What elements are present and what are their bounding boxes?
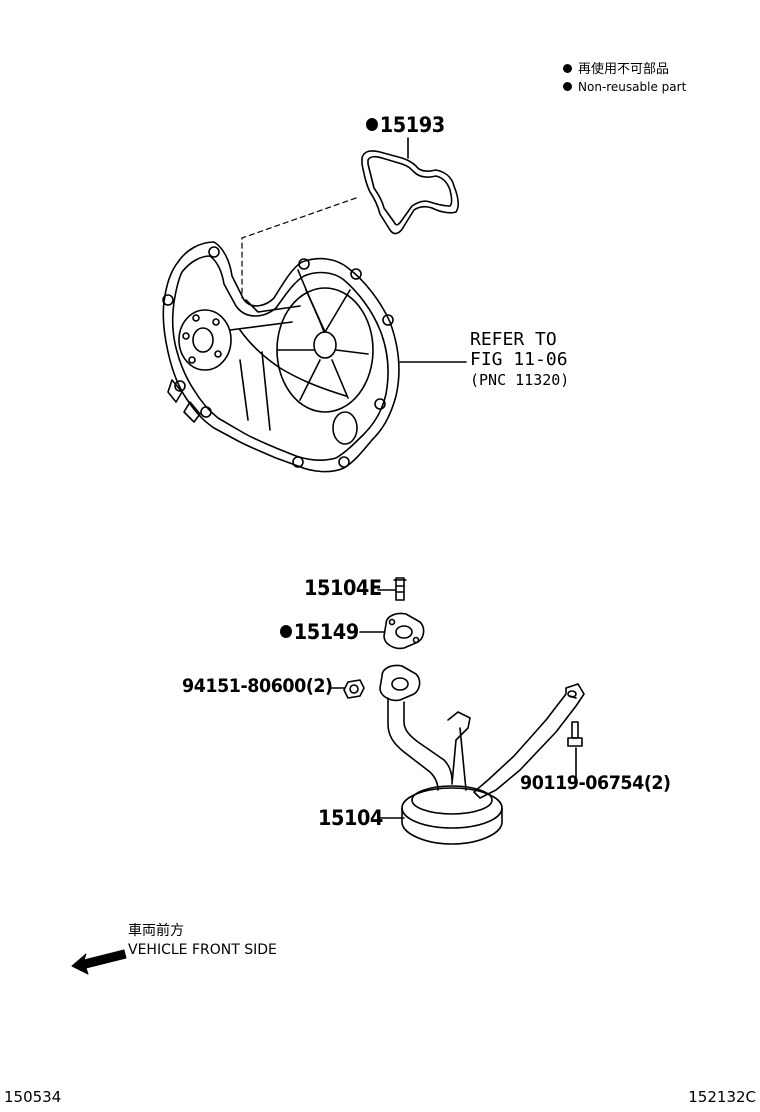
part-number: 15104 — [318, 806, 383, 830]
vehicle-front-note: 車両前方 VEHICLE FRONT SIDE — [128, 922, 277, 960]
refer-line-1: REFER TO — [470, 329, 557, 350]
front-direction-arrow — [71, 949, 127, 975]
direction-jp: 車両前方 — [128, 923, 184, 939]
part-number: 90119-06754(2) — [520, 772, 671, 794]
part-number: 94151-80600(2) — [182, 675, 333, 697]
part-label-15149: 15149 — [280, 620, 359, 644]
gasket-15149-drawing — [359, 612, 425, 650]
footer-left-code: 150534 — [4, 1088, 62, 1106]
non-reusable-dot-icon — [563, 64, 572, 73]
nut-94151-drawing — [329, 679, 365, 699]
bolt-15104e-drawing — [377, 577, 407, 601]
legend-en-label: Non-reusable part — [578, 80, 687, 94]
refer-note: REFER TO FIG 11-06 (PNC 11320) — [470, 330, 569, 390]
part-label-90119: 90119-06754(2) — [520, 772, 671, 794]
gasket-15193-drawing — [361, 137, 459, 235]
part-label-15104e: 15104E — [304, 576, 382, 600]
legend-non-reusable-en: Non-reusable part — [563, 79, 686, 96]
footer-right-code: 152132C — [688, 1088, 756, 1106]
refer-line-2: FIG 11-06 — [470, 349, 568, 370]
transmission-case-drawing — [162, 241, 400, 473]
part-label-15104: 15104 — [318, 806, 383, 830]
refer-line-3: (PNC 11320) — [470, 371, 570, 389]
oil-strainer-15104-drawing — [377, 664, 585, 845]
part-number: 15149 — [293, 620, 359, 644]
legend-non-reusable-jp: 再使用不可部品 — [563, 61, 669, 78]
part-label-94151: 94151-80600(2) — [182, 675, 333, 697]
non-reusable-dot-icon — [366, 118, 378, 131]
non-reusable-dot-icon — [280, 625, 292, 638]
part-number: 15104E — [304, 576, 382, 600]
direction-en: VEHICLE FRONT SIDE — [128, 942, 277, 958]
part-number: 15193 — [379, 113, 445, 137]
legend-jp-label: 再使用不可部品 — [578, 62, 670, 77]
part-label-15193: 15193 — [366, 113, 445, 137]
non-reusable-dot-icon — [563, 82, 572, 91]
bolt-90119-drawing — [567, 721, 583, 783]
